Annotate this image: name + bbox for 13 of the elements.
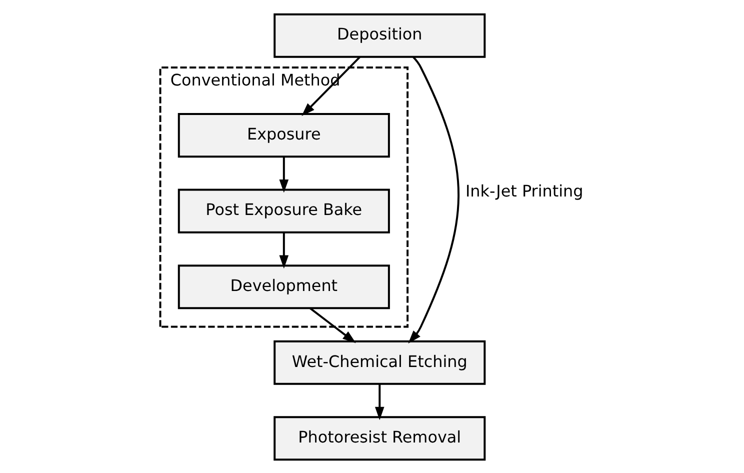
edge-label: Ink-Jet Printing	[464, 181, 583, 200]
arrow	[374, 383, 384, 420]
node-box: Photoresist Removal	[273, 416, 486, 460]
node-box: Deposition	[273, 12, 486, 58]
arrow	[308, 306, 356, 343]
arrow	[408, 56, 460, 344]
node-box: Post Exposure Bake	[177, 188, 390, 233]
node-box: Development	[177, 264, 390, 309]
node-box: Wet-Chemical Etching	[273, 340, 486, 384]
arrow	[301, 56, 360, 116]
arrow	[278, 232, 288, 268]
arrow	[278, 156, 288, 192]
node-box: Exposure	[177, 112, 390, 158]
